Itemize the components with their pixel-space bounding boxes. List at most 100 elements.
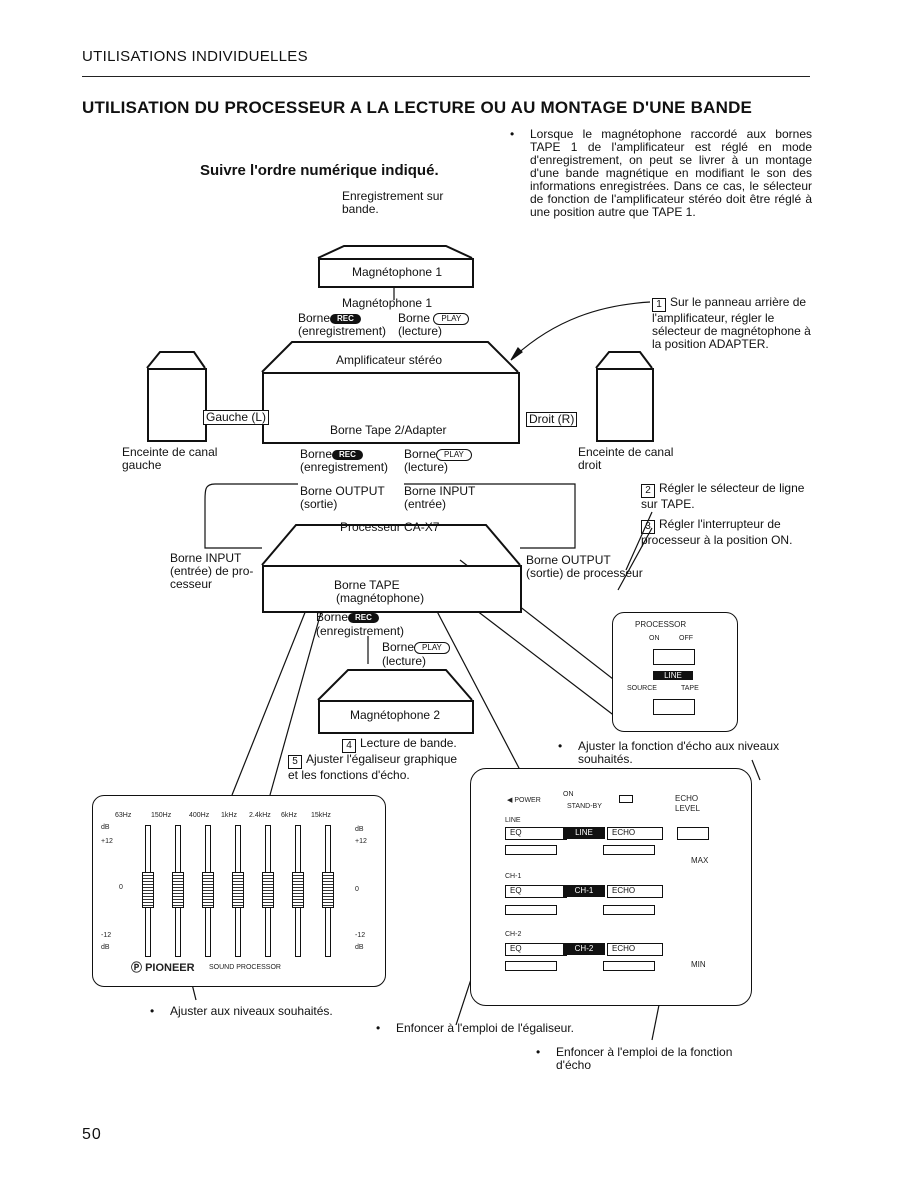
plus12-label: +12 <box>355 838 367 845</box>
magnetophone-label: (magnétophone) <box>336 591 425 605</box>
ch2-eq-button[interactable]: EQ <box>505 943 567 956</box>
tape-label: TAPE <box>681 685 699 692</box>
borne-tape-label: Borne TAPE <box>334 578 400 592</box>
min-label: MIN <box>691 960 706 969</box>
sound-processor-label: SOUND PROCESSOR <box>209 964 281 971</box>
amplifier-label: Amplificateur stéréo <box>336 353 443 367</box>
tape-1-play-terminal: Borne PLAY <box>398 312 470 325</box>
processor-label: Processeur CA-X7 <box>340 520 440 534</box>
ch2-echo-indicator <box>603 961 655 971</box>
echo-note: Ajuster la fonction d'écho aux niveaux s… <box>558 740 798 766</box>
borne-text: Borne <box>316 610 349 624</box>
eq-knob[interactable] <box>232 872 244 908</box>
eq-knob[interactable] <box>172 872 184 908</box>
max-label: MAX <box>691 856 709 865</box>
borne-output-label: Borne OUTPUT <box>300 484 385 498</box>
ch1-button[interactable]: CH-1 <box>563 885 605 897</box>
ch2-button[interactable]: CH-2 <box>563 943 605 955</box>
tape-deck-2-label: Magnétophone 2 <box>350 708 441 722</box>
proc-input-line2: (entrée) de pro- <box>170 564 254 578</box>
levels-note: Ajuster aux niveaux souhaités. <box>150 1005 333 1019</box>
lecture-label: (lecture) <box>404 460 449 474</box>
line-button[interactable]: LINE <box>563 827 605 839</box>
echo-use-note: Enfoncer à l'emploi de la fonction <box>536 1046 732 1060</box>
eq-freq: 6kHz <box>281 812 297 819</box>
borne-text: Borne <box>300 447 333 461</box>
processor-toggle[interactable] <box>653 649 695 665</box>
echo-control-panel: ◀ POWER ON STAND-BY ECHO LEVEL LINE EQ L… <box>470 768 752 1006</box>
ch2-echo-button[interactable]: ECHO <box>607 943 663 956</box>
step-text: Sur le panneau arrière de l'amplificateu… <box>652 295 811 351</box>
eq-knob[interactable] <box>262 872 274 908</box>
step-number: 4 <box>342 739 356 753</box>
zero-label: 0 <box>355 886 359 893</box>
lecture-label: (lecture) <box>382 654 427 668</box>
borne-input-label: Borne INPUT <box>404 484 476 498</box>
line-indicator: LINE <box>653 671 693 680</box>
eq-knob[interactable] <box>142 872 154 908</box>
step-text: Lecture de bande. <box>360 736 457 750</box>
echo-indicator <box>603 845 655 855</box>
step-number: 3 <box>641 520 655 534</box>
on-label: ON <box>649 635 660 642</box>
processor-title: PROCESSOR <box>635 620 687 629</box>
step-text: Régler l'interrupteur de processeur à la… <box>641 517 793 547</box>
eq-knob[interactable] <box>322 872 334 908</box>
subtitle: Suivre l'ordre numérique indiqué. <box>200 162 439 179</box>
standby-label: STAND-BY <box>567 803 602 810</box>
source-toggle[interactable] <box>653 699 695 715</box>
eq-freq: 2.4kHz <box>249 812 271 819</box>
ch1-eq-button[interactable]: EQ <box>505 885 567 898</box>
rec-badge: REC <box>348 612 379 623</box>
ch1-echo-button[interactable]: ECHO <box>607 885 663 898</box>
zero-label: 0 <box>119 884 123 891</box>
echo-level-knob[interactable] <box>677 827 709 840</box>
borne-text: Borne <box>404 447 437 461</box>
entree-label: (entrée) <box>404 497 447 511</box>
eq-knob[interactable] <box>202 872 214 908</box>
enregistrement-label: (enregistrement) <box>316 624 405 638</box>
right-speaker <box>596 368 654 442</box>
droit-label: Droit (R) <box>526 412 578 427</box>
intro-paragraph: Lorsque le magnétophone raccordé aux bor… <box>510 128 812 219</box>
play-badge: PLAY <box>436 448 472 461</box>
proc-output-line1: Borne OUTPUT <box>526 553 611 567</box>
play-badge: PLAY <box>433 312 470 325</box>
db-label: dB <box>101 944 110 951</box>
minus12-label: -12 <box>101 932 112 939</box>
step-text: Régler le sélecteur de ligne sur TAPE. <box>641 481 805 511</box>
proc-output-line2: (sortie) de processeur <box>526 566 643 580</box>
plus12-label: +12 <box>101 838 113 845</box>
eq-indicator <box>505 845 557 855</box>
step-number: 5 <box>288 755 302 769</box>
amplifier-box: Amplificateur stéréo Borne Tape 2/Adapte… <box>262 354 520 444</box>
eq-freq: 1kHz <box>221 812 237 819</box>
play-badge: PLAY <box>414 641 450 654</box>
page-title: UTILISATION DU PROCESSEUR A LA LECTURE O… <box>82 98 753 117</box>
eq-freq: 400Hz <box>189 812 210 819</box>
right-speaker-caption: Enceinte de canal droit <box>578 445 674 472</box>
eq-knob[interactable] <box>292 872 304 908</box>
borne-text: Borne <box>298 311 331 325</box>
pioneer-logo: Ⓟ PIONEER <box>131 962 195 974</box>
step-4: 4 Lecture de bande. <box>342 737 457 753</box>
power-button[interactable] <box>619 795 633 803</box>
eq-button[interactable]: EQ <box>505 827 567 840</box>
ch2-row-label: CH-2 <box>505 931 522 938</box>
echo-level-label: ECHO <box>675 794 699 803</box>
tape-deck-1-label: Magnétophone 1 <box>352 265 443 279</box>
proc-input-line3: cesseur <box>170 577 213 591</box>
rec-badge: REC <box>332 449 363 460</box>
ch1-echo-indicator <box>603 905 655 915</box>
echo-button[interactable]: ECHO <box>607 827 663 840</box>
tape-deck-2-box: Magnétophone 2 <box>318 700 474 734</box>
borne-text: Borne <box>382 640 415 654</box>
eq-use-note: Enfoncer à l'emploi de l'égaliseur. <box>376 1022 574 1036</box>
echo-level-label: LEVEL <box>675 804 700 813</box>
minus12-label: -12 <box>355 932 366 939</box>
